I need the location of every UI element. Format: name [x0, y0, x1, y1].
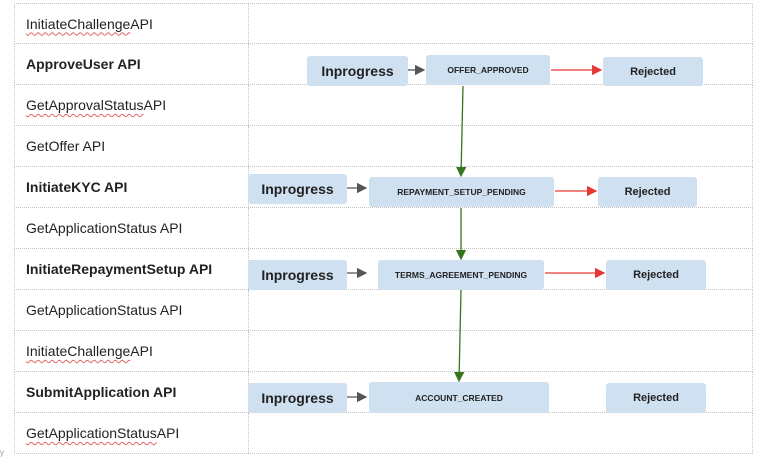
column-divider [248, 331, 249, 371]
api-label: GetApprovalStatus API [26, 97, 167, 113]
column-divider [248, 4, 249, 43]
inprogress-node: Inprogress [248, 260, 347, 290]
api-label: GetApplicationStatus API [26, 302, 183, 318]
terms-agreement-pending-node: TERMS_AGREEMENT_PENDING [378, 260, 544, 290]
corner-mark: y [0, 448, 4, 457]
rejected-node: Rejected [598, 177, 697, 207]
table-row: InitiateChallenge API [14, 3, 753, 44]
arrow-terms-agreement-pending-to-account-created [454, 289, 465, 383]
column-divider [248, 44, 249, 84]
table-row: GetOffer API [14, 126, 753, 167]
api-label: SubmitApplication API [26, 384, 177, 400]
table-row: GetApplicationStatus API [14, 290, 753, 331]
column-divider [248, 413, 249, 453]
column-divider [248, 208, 249, 248]
table-row: GetApprovalStatus API [14, 85, 753, 126]
rejected-node: Rejected [606, 260, 706, 290]
api-label: ApproveUser API [26, 56, 141, 72]
account-created-node: ACCOUNT_CREATED [369, 382, 549, 413]
rejected-node: Rejected [606, 383, 706, 413]
api-label: GetApplicationStatus API [26, 220, 183, 236]
inprogress-node: Inprogress [248, 383, 347, 413]
api-label: GetOffer API [26, 138, 106, 154]
table-row: GetApplicationStatus API [14, 208, 753, 249]
api-label: InitiateChallenge API [26, 15, 153, 32]
api-label: InitiateRepaymentSetup API [26, 261, 213, 277]
arrow-offer-approved-to-repayment-setup-pending [456, 85, 467, 178]
api-label: InitiateChallenge API [26, 343, 153, 359]
offer-approved-node: OFFER_APPROVED [426, 55, 550, 85]
table-row: GetApplicationStatus API [14, 413, 753, 454]
rejected-node: Rejected [603, 57, 703, 86]
column-divider [248, 126, 249, 166]
api-label: InitiateKYC API [26, 179, 128, 195]
column-divider [248, 290, 249, 330]
api-label: GetApplicationStatus API [26, 425, 180, 441]
table-row: InitiateChallenge API [14, 331, 753, 372]
column-divider [248, 85, 249, 125]
inprogress-node: Inprogress [248, 174, 347, 204]
inprogress-node: Inprogress [307, 56, 408, 86]
repayment-setup-pending-node: REPAYMENT_SETUP_PENDING [369, 177, 554, 207]
